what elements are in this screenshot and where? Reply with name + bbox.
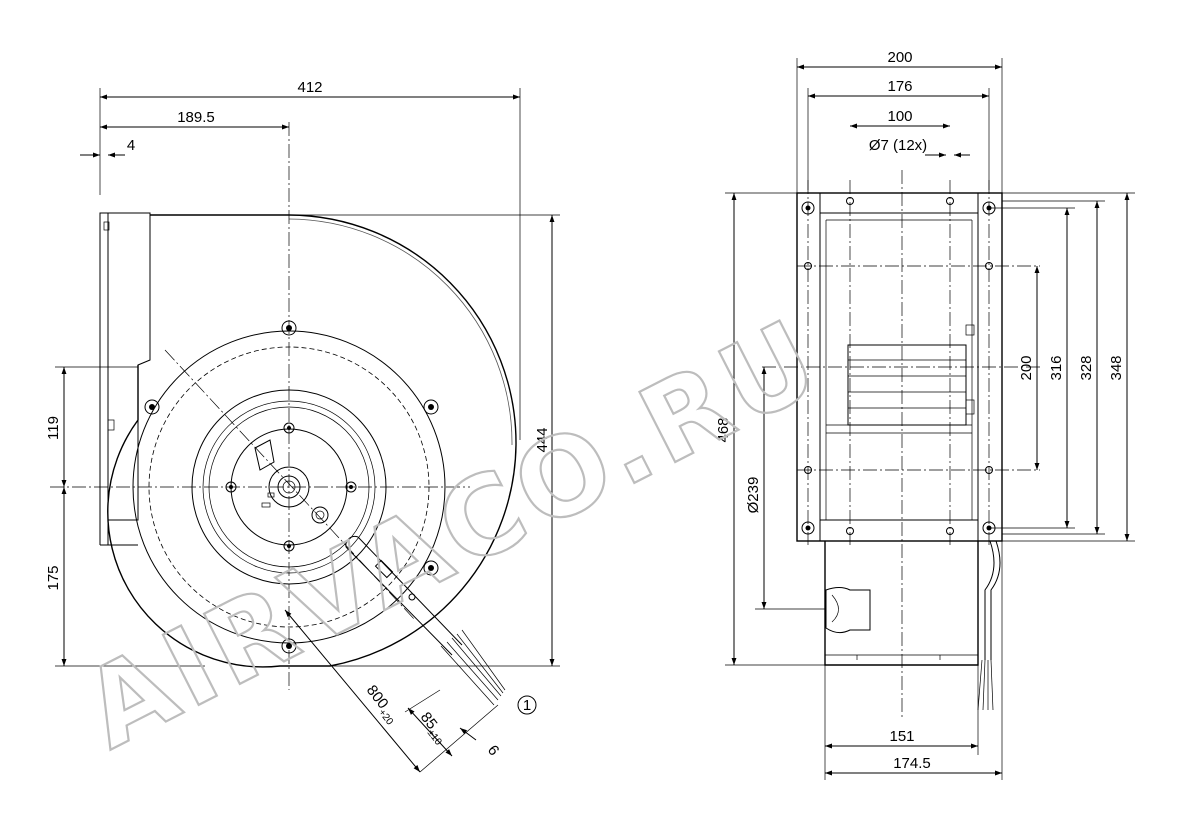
connection-cable xyxy=(345,535,506,706)
dim-side-316: 316 xyxy=(1048,355,1065,380)
mounting-bolt xyxy=(144,399,160,415)
side-cable xyxy=(984,540,995,660)
dim-side-100: 100 xyxy=(887,108,912,125)
mounting-bolt xyxy=(423,399,439,415)
dim-cable-800: 800+20 xyxy=(360,682,402,728)
dim-strip-85: 85±10 xyxy=(414,709,451,748)
dim-side-200: 200 xyxy=(887,49,912,66)
dim-height-444: 444 xyxy=(534,427,551,452)
dim-flange-4: 4 xyxy=(127,137,135,154)
callout-marker: 1 xyxy=(517,695,537,715)
dim-side-h200: 200 xyxy=(1018,355,1035,380)
inlet-cone xyxy=(825,587,871,634)
outlet-frame xyxy=(99,212,109,546)
dim-wire-6: 6 xyxy=(484,742,503,759)
dim-side-174-5: 174.5 xyxy=(893,755,931,772)
scroll-housing-inner xyxy=(288,218,513,446)
side-view: 200 176 100 Ø7 (12x) 468 Ø239 200 316 32… xyxy=(715,49,1135,780)
svg-text:1: 1 xyxy=(523,697,531,714)
dim-side-176: 176 xyxy=(887,78,912,95)
scroll-housing xyxy=(107,214,517,668)
dim-175: 175 xyxy=(45,565,62,590)
dim-side-239: Ø239 xyxy=(745,477,762,514)
watermark: AIRVACO.RU xyxy=(65,295,841,773)
dim-side-328: 328 xyxy=(1078,355,1095,380)
motor-body xyxy=(847,344,967,426)
dim-119: 119 xyxy=(45,416,62,440)
dim-side-468: 468 xyxy=(715,417,732,442)
dim-holes: Ø7 (12x) xyxy=(869,137,927,154)
mounting-bolt xyxy=(423,560,439,576)
dim-width-412: 412 xyxy=(297,79,322,96)
dim-side-348: 348 xyxy=(1108,355,1125,380)
dim-axis-offset: 189.5 xyxy=(177,109,215,126)
dim-side-151: 151 xyxy=(889,728,914,745)
